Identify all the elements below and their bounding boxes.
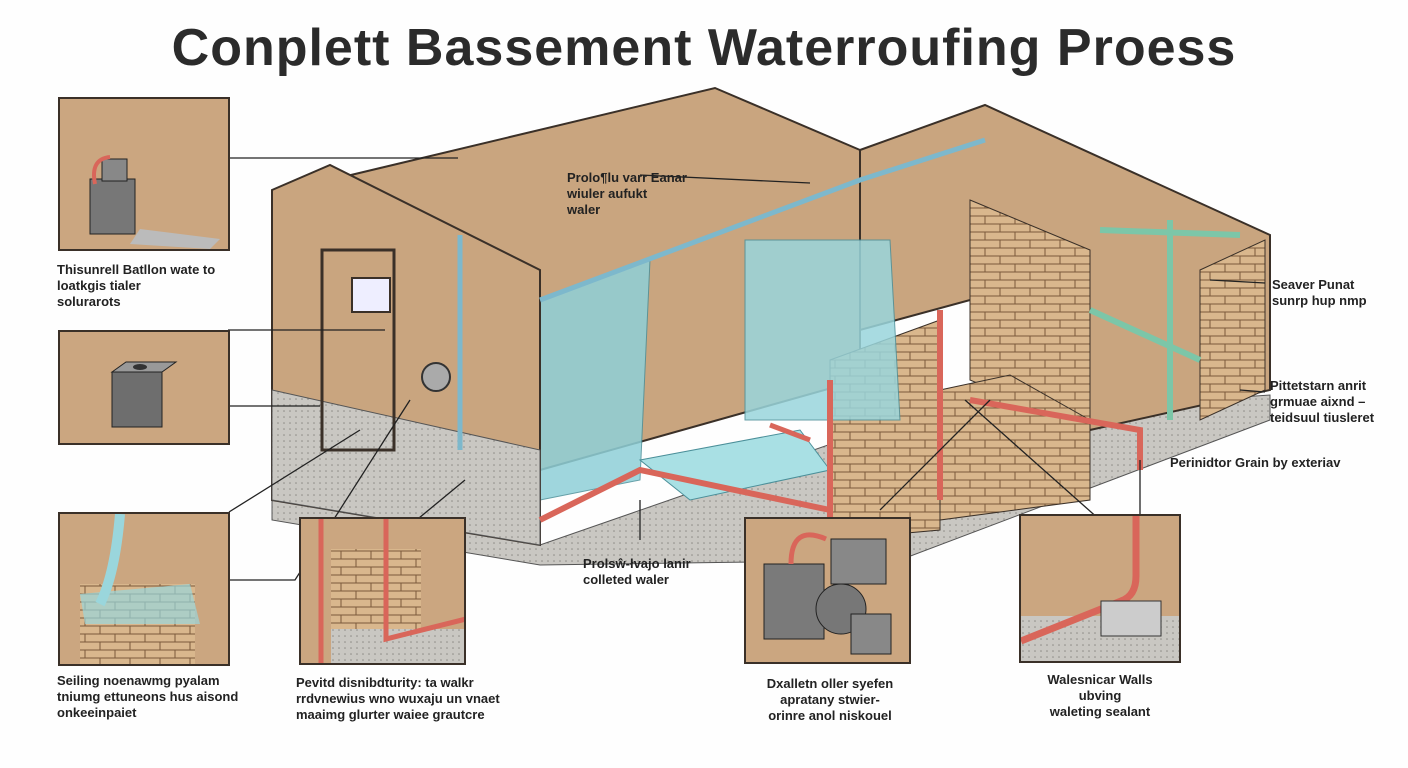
window: [351, 277, 391, 313]
pipe-green: [1088, 220, 1241, 420]
pipe-red: [538, 310, 1143, 530]
label-line: Prolo¶lu varr Eanar: [567, 170, 687, 185]
arrow-red: [769, 422, 811, 443]
inset-sump-box: [58, 330, 230, 445]
label-line: orinre anol niskouel: [768, 708, 892, 723]
label-line: Seaver Punat: [1272, 277, 1355, 292]
inset-sealing: [58, 512, 230, 666]
label-perimeter-drain: Perinidtor Grain by exteriav: [1170, 455, 1341, 470]
diagram-title: Conplett Bassement Waterroufing Proess: [171, 19, 1237, 77]
label-line: grmuae aixnd –: [1270, 394, 1366, 409]
label-line: apratany stwier-: [780, 692, 880, 707]
label-line: solurarots: [57, 294, 121, 309]
label-line: waleting sealant: [1049, 704, 1151, 719]
brick-wall-corner: [1199, 239, 1266, 421]
label-line: Thisunrell Batllon wate to: [57, 262, 216, 277]
label-line: Dxalletn oller syefen: [766, 676, 894, 691]
label-line: onkeeinpaiet: [57, 705, 137, 720]
label-line: waler: [567, 202, 601, 217]
label-line: loatkgis tialer: [57, 278, 141, 293]
door-frame: [320, 248, 396, 452]
label-line: Walesnicar Walls: [1047, 672, 1153, 687]
label-line: colleted waler: [583, 572, 669, 587]
label-line: rrdvnewius wno wuxaju un vnaet: [296, 691, 500, 706]
label-line: sunrp hup nmp: [1272, 293, 1367, 308]
inset-waterproof-walls: [1019, 514, 1181, 663]
label-line: Prolsŵ-łvajo lanir: [583, 556, 691, 571]
inset-pump-unit: [58, 97, 230, 251]
label-line: teidsuul tiusleret: [1270, 410, 1375, 425]
label-line: Pevitd disnibdturity: ta walkr: [296, 675, 474, 690]
inset-wall-drain: [299, 517, 466, 665]
label-line: ubving: [1078, 688, 1122, 703]
label-line: maaimg glurter waiee grautcre: [296, 707, 485, 722]
pipe-blue: [457, 137, 986, 450]
valve-wheel: [421, 362, 451, 392]
wall-base: [271, 389, 541, 546]
label-line: Pittetstarn anrit: [1270, 378, 1367, 393]
label-line: tniumg ettuneons hus aisond: [57, 689, 239, 704]
inset-dehumidifier: [744, 517, 911, 664]
label-line: wiuler aufukt: [567, 186, 648, 201]
label-line: Seiling noenawmg pyalam: [57, 673, 220, 688]
water-membrane-center: [744, 239, 901, 421]
